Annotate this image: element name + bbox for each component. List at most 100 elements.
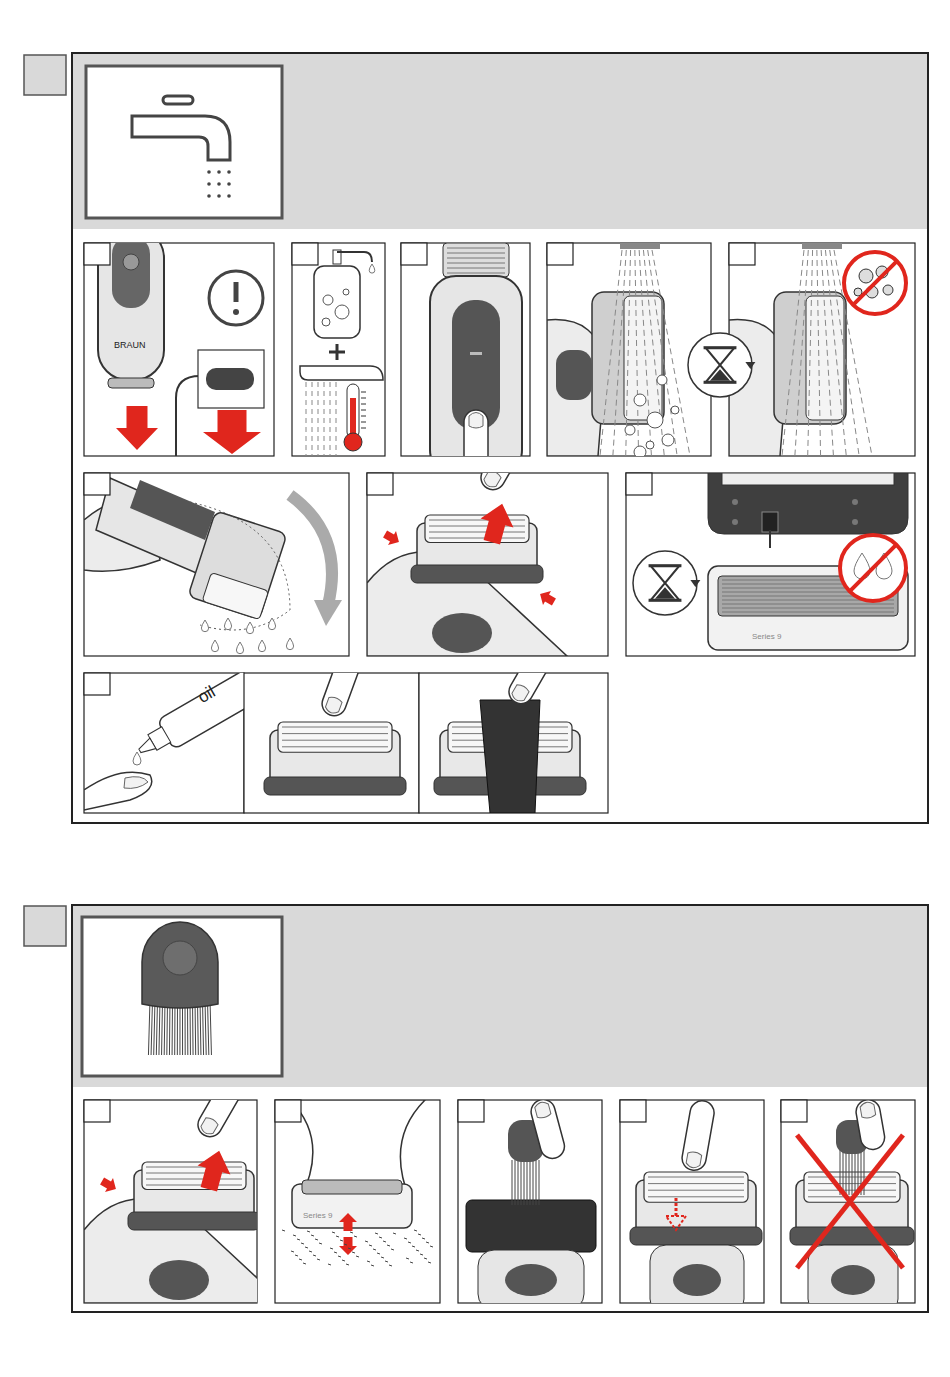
panel-art [466,1100,596,1303]
shaver-head-side [774,292,846,424]
brush-bristle [195,1000,197,1055]
red-arrow [339,1237,357,1255]
tube-body [157,673,244,750]
shaver-grip [831,1265,875,1295]
hair [328,1264,331,1265]
hair [377,1253,380,1254]
hair [420,1254,423,1255]
foil-line [282,733,388,734]
soap-bubble [883,285,893,295]
hair [371,1265,374,1266]
screw [732,519,738,525]
hair [315,1239,318,1240]
hair [305,1247,308,1248]
red-arrow [475,499,518,546]
soap-nozzle [337,252,372,262]
finger-shape [319,673,365,719]
fingernail [124,777,148,789]
panel-frame [419,673,608,813]
foil-line [282,727,388,728]
brush-bristle [154,1000,155,1055]
brush-bristle [855,1150,856,1195]
water-stream [600,250,622,456]
motion-arrow [290,495,332,605]
finger [464,410,488,456]
water-dot [207,194,211,198]
hair [418,1234,421,1235]
hair [301,1243,304,1244]
step-number-box [729,243,755,265]
hair [385,1261,388,1262]
water-stream [782,250,804,456]
brush-bristle [515,1160,516,1205]
hair [354,1236,357,1237]
brand-label: Series 9 [303,1212,332,1220]
foil-line [282,746,388,747]
hair [352,1252,355,1253]
panel-art [430,243,522,456]
hair [404,1238,407,1239]
finger-nail [469,413,483,429]
oil-tube [131,673,244,765]
motion-arrowhead [314,600,342,626]
hair [408,1242,411,1243]
thermometer-tick [361,422,366,423]
panel-art [633,473,908,650]
hair [410,1262,413,1263]
fingertip [84,772,152,810]
soap-bubble [859,269,873,283]
panel-art [790,1100,914,1303]
brush-bristle [208,1000,209,1055]
shaver-base [411,565,543,583]
hair [336,1236,339,1237]
brush-bristle [203,1000,204,1055]
hair [311,1235,314,1236]
shaver-grip [505,1264,557,1296]
hair [365,1241,368,1242]
soap-bubble [662,434,674,446]
water-stream [613,250,626,456]
red-arrow [98,1174,120,1196]
soap-bubble [647,412,663,428]
brush-bristle [539,1160,540,1205]
section-marker [24,906,66,946]
shaver-body [650,1245,744,1303]
prohibit-circle [840,535,906,601]
hourglass-bar [649,564,682,567]
red-arrow [253,1234,257,1256]
panel-art [300,250,383,456]
step-number-box [781,1100,807,1122]
soap-bubble [671,406,679,414]
warning-mark [234,282,239,302]
panel-art [434,673,586,813]
water-drop [224,618,231,630]
brand-label: Series 9 [752,633,781,641]
water-drop [268,618,275,630]
brush-bristle [843,1150,844,1195]
hair [428,1262,431,1263]
water-dot [207,170,211,174]
finger-shape [854,1100,886,1151]
water-drop [236,642,243,654]
hair [342,1260,345,1261]
hourglass [706,348,735,383]
hair [317,1259,320,1260]
hair [303,1263,306,1264]
hair [383,1241,386,1242]
water-dot [207,182,211,186]
thermometer-tick [361,416,366,417]
brush-grip [163,941,197,975]
panel-art [98,243,264,456]
hair [422,1238,425,1239]
water-stream [324,382,325,456]
water-stream [635,250,639,456]
hair [344,1244,347,1245]
water-drop [369,264,375,273]
plug [206,368,254,390]
shaver-foil [278,722,392,752]
zoom-box [198,350,264,408]
brush-bristle [521,1160,522,1205]
prohibit-bar [853,261,897,305]
hair [334,1252,337,1253]
